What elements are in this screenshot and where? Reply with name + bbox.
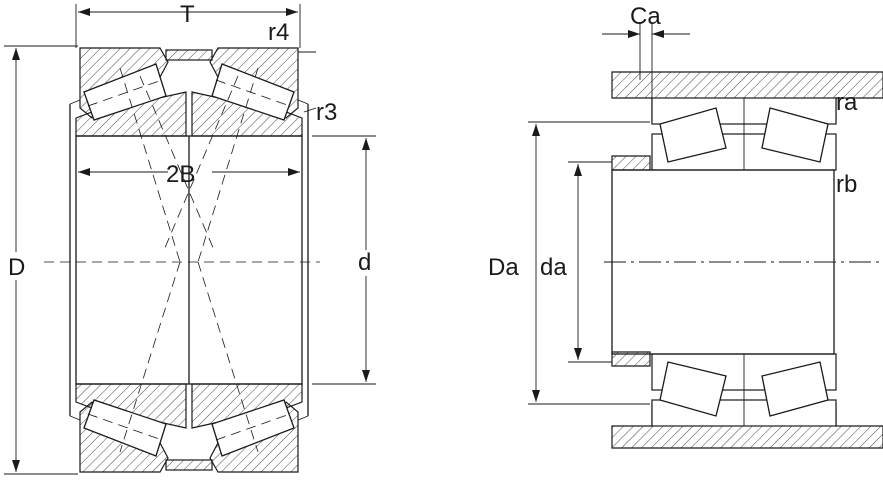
roller-top-left (83, 63, 167, 121)
label-r4: r4 (268, 19, 289, 46)
label-ra: ra (836, 89, 858, 116)
label-r3: r3 (316, 99, 337, 126)
right-mounting-section: Ca ra rb Da da (488, 3, 883, 449)
label-2B: 2B (166, 161, 195, 188)
roller-right-bottom-left (659, 361, 727, 417)
roller-right-top-right (761, 107, 829, 163)
label-T: T (180, 1, 195, 28)
left-bearing-section: T r4 r3 D d 2B (4, 1, 378, 475)
label-d: d (358, 249, 371, 276)
roller-right-top-left (659, 107, 727, 163)
shaft-shoulder-top (611, 155, 651, 171)
shaft-shoulder-bottom (611, 351, 651, 367)
label-Ca: Ca (630, 3, 661, 30)
roller-bottom-right (211, 399, 295, 457)
outer-spacer-top (165, 49, 213, 61)
roller-bottom-left (83, 399, 167, 457)
label-D: D (8, 254, 25, 281)
label-Da: Da (488, 254, 519, 281)
label-rb: rb (836, 171, 857, 198)
roller-top-right (211, 63, 295, 121)
label-da: da (540, 254, 567, 281)
roller-right-bottom-right (761, 361, 829, 417)
outer-spacer-bottom (165, 459, 213, 471)
